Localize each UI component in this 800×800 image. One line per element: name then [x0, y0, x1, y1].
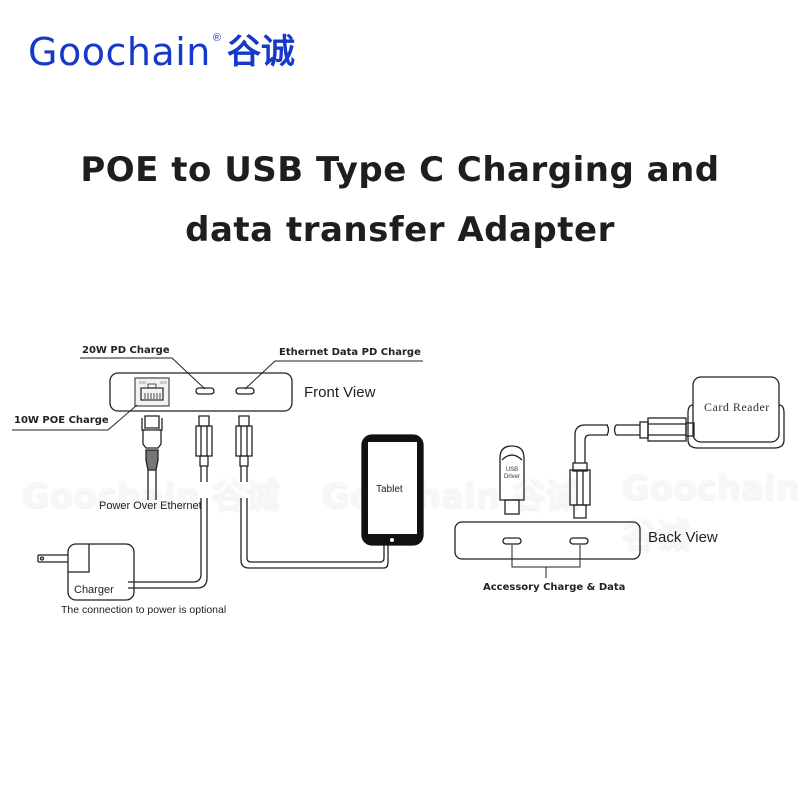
back-view-label: Back View [648, 529, 718, 546]
ethernet-plug-icon [141, 415, 163, 500]
power-over-ethernet-label: Power Over Ethernet [99, 500, 202, 512]
label-ethernet-data-pd-charge: Ethernet Data PD Charge [279, 347, 421, 358]
card-reader-icon [687, 376, 785, 449]
usbc-cable-tablet [235, 415, 389, 569]
label-10w-poe-charge: 10W POE Charge [14, 415, 109, 426]
usbc-port-back-1 [502, 537, 522, 545]
watermark: Goochain 谷诚 [622, 468, 800, 556]
front-view-label: Front View [304, 384, 376, 401]
card-reader-label: Card Reader [704, 400, 770, 414]
usb-driver-label: USB Driver [502, 467, 522, 481]
adapter-front-body [109, 372, 293, 412]
brand-name: Goochain [28, 30, 211, 74]
usb-driver-icon [499, 445, 525, 515]
tablet-label: Tablet [376, 484, 403, 495]
usbc-port-ethernet [235, 387, 255, 395]
label-20w-pd-charge: 20W PD Charge [82, 345, 170, 356]
usb-driver-label-line-2: Driver [504, 474, 520, 480]
usbc-cable-charger [128, 415, 213, 589]
accessory-charge-data-label: Accessory Charge & Data [483, 582, 626, 593]
usb-driver-label-line-1: USB [505, 467, 519, 473]
usbc-cable-card-reader [569, 417, 695, 519]
optional-power-note: The connection to power is optional [61, 604, 227, 616]
registered-mark: ® [212, 32, 221, 44]
brand-chinese-name: 谷诚 [226, 32, 295, 72]
watermark: Goochain 谷诚 [22, 476, 280, 516]
adapter-back-body [454, 521, 641, 560]
brand-logo: Goochain ® 谷诚 [28, 30, 295, 74]
usbc-port-back-2 [569, 537, 589, 545]
page-title-line-1: POE to USB Type C Charging and [80, 150, 720, 190]
charger-icon [37, 543, 135, 601]
charger-label: Charger [74, 584, 114, 596]
rj45-port-icon [134, 377, 170, 407]
page-title-line-2: data transfer Adapter [185, 210, 615, 250]
usbc-port-pd [195, 387, 215, 395]
